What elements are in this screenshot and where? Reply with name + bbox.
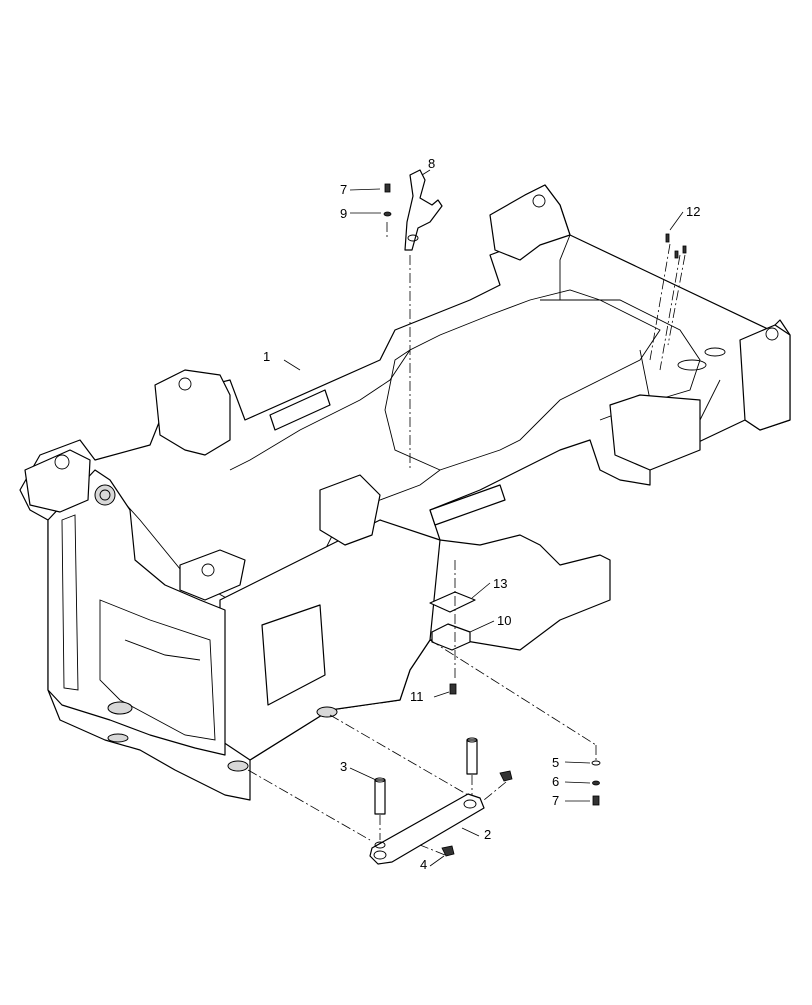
washer-9 bbox=[383, 211, 392, 217]
clip-8 bbox=[404, 169, 443, 251]
bolt-12c bbox=[682, 245, 687, 254]
washer-6 bbox=[592, 780, 600, 786]
retainer-4 bbox=[441, 845, 455, 857]
retainer-right bbox=[499, 770, 513, 782]
callout-4: 4 bbox=[420, 857, 428, 872]
callout-2: 2 bbox=[484, 827, 492, 842]
callout-leaders bbox=[283, 169, 684, 867]
callout-9: 9 bbox=[340, 206, 348, 221]
callout-6: 6 bbox=[552, 774, 560, 789]
callout-10: 10 bbox=[497, 613, 512, 628]
callout-8: 8 bbox=[428, 156, 436, 171]
bracket-10 bbox=[431, 623, 471, 651]
hardware-parts bbox=[369, 169, 687, 865]
callout-7-bottom: 7 bbox=[552, 793, 560, 808]
plate-13 bbox=[429, 591, 476, 613]
bolt-12a bbox=[665, 233, 670, 243]
pin-3 bbox=[374, 779, 386, 815]
center-lines bbox=[247, 222, 686, 856]
bolt-7-bottom bbox=[592, 795, 600, 806]
callout-13: 13 bbox=[493, 576, 508, 591]
main-frame bbox=[19, 184, 791, 801]
callout-3: 3 bbox=[340, 759, 348, 774]
callout-1: 1 bbox=[263, 349, 271, 364]
pin-right bbox=[466, 739, 478, 775]
bolt-7-top bbox=[384, 183, 391, 193]
link-bar-2 bbox=[369, 793, 485, 865]
callout-7-top: 7 bbox=[340, 182, 348, 197]
callout-5: 5 bbox=[552, 755, 560, 770]
callout-12: 12 bbox=[686, 204, 701, 219]
callout-11: 11 bbox=[410, 689, 424, 704]
bolt-12b bbox=[674, 250, 679, 259]
washer-5 bbox=[591, 760, 601, 766]
bolt-11 bbox=[449, 683, 457, 695]
